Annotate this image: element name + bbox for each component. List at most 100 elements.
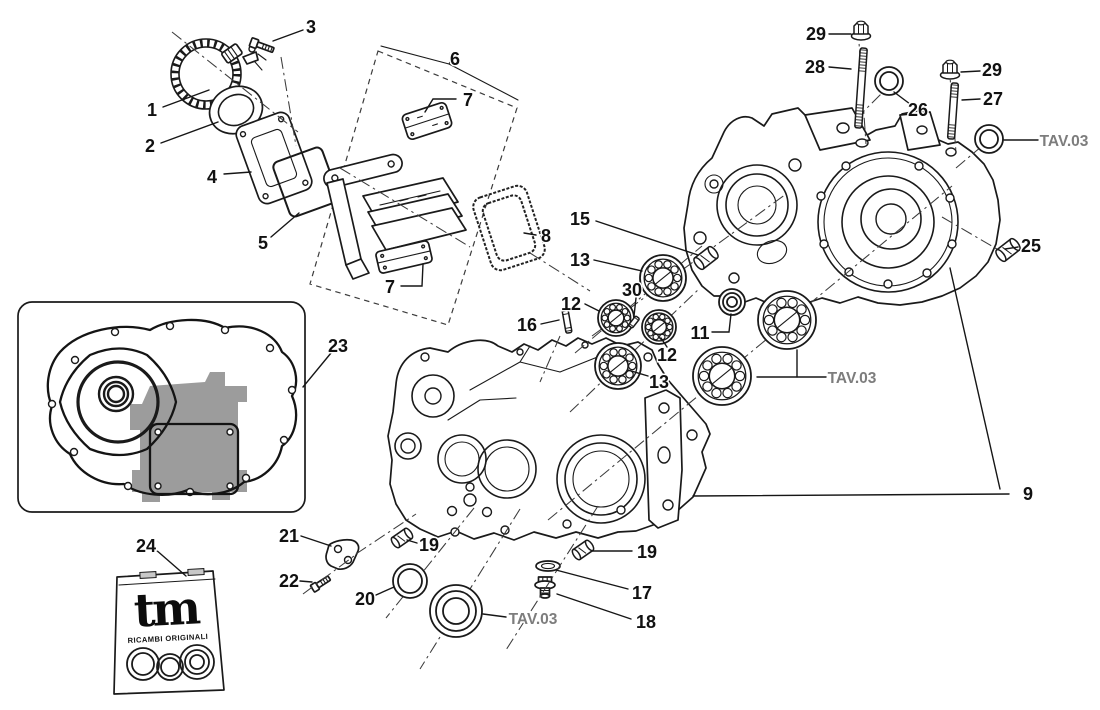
leader-line (633, 297, 637, 317)
center-axis-line (339, 167, 471, 248)
leader-line (300, 535, 332, 547)
callout-13a: 13 (570, 250, 590, 270)
ring-seal-tav03-bottom (429, 584, 483, 638)
callout-tav03-top-right: TAV.03 (1040, 133, 1089, 150)
leader-line (949, 267, 1001, 490)
dowel-25 (995, 237, 1021, 263)
center-axis-line (941, 216, 1003, 253)
leader-line (424, 98, 457, 113)
bolt-holes-right-case (816, 161, 957, 289)
callout-tav03-bottom: TAV.03 (509, 611, 558, 628)
callout-12a: 12 (561, 294, 581, 314)
leader-line (828, 66, 852, 70)
callout-7b: 7 (385, 277, 395, 297)
bearing-12b (641, 309, 677, 345)
ring-bag-ring-3 (179, 644, 215, 680)
leaders-layer (154, 29, 1039, 620)
leader-line (375, 586, 395, 596)
leader-line (406, 539, 418, 544)
leader-line (302, 352, 332, 388)
ring-bag-ring-2 (156, 653, 184, 681)
callout-5: 5 (258, 233, 268, 253)
callout-11: 11 (690, 323, 709, 343)
stud-27 (946, 82, 960, 140)
bearing-12a (597, 299, 635, 337)
reed-gasket (472, 184, 546, 272)
ring-seal-11 (718, 288, 746, 316)
callout-tav03-middle: TAV.03 (828, 370, 877, 387)
parts-layer: tm RICAMBI ORIGINALI (17, 37, 1001, 695)
leader-line (961, 98, 981, 101)
leader-line (400, 263, 424, 287)
ring-seal-20 (392, 563, 428, 599)
callout-15: 15 (570, 209, 590, 229)
reed-petal-bottom (375, 240, 433, 274)
leader-line (299, 580, 313, 583)
cylinder-base-gasket (148, 422, 240, 496)
leader-line (1004, 246, 1019, 250)
center-axis-line (857, 27, 867, 145)
callout-16: 16 (517, 315, 537, 335)
ring-grommet-26 (874, 66, 904, 96)
ring-box-oring-large (76, 360, 160, 444)
drain-plug (534, 576, 556, 599)
leader-line (960, 70, 981, 73)
bracket-21 (325, 538, 360, 570)
ring-grommet-tav03 (974, 124, 1004, 154)
hose-clamp (170, 38, 267, 110)
bearing-13b (594, 342, 642, 390)
leader-line (272, 29, 304, 42)
callout-29a: 29 (806, 24, 826, 44)
callout-29b: 29 (982, 60, 1002, 80)
flange-nut-29b (939, 59, 961, 80)
bolt-22 (309, 575, 332, 593)
callout-28: 28 (805, 57, 825, 77)
stud-28 (854, 47, 868, 129)
callout-12b: 12 (657, 345, 677, 365)
bag-subtitle: RICAMBI ORIGINALI (127, 632, 208, 645)
tm-logo: tm (133, 580, 202, 637)
center-axis-line (547, 185, 953, 521)
callout-7a: 7 (463, 90, 473, 110)
callout-20: 20 (355, 589, 375, 609)
callout-19b: 19 (637, 542, 657, 562)
callout-24: 24 (136, 536, 156, 556)
reed-valve-block (323, 153, 467, 280)
stud-30 (628, 315, 640, 329)
center-axis-line (280, 56, 297, 147)
clutch-cover-gasket-outline (46, 318, 298, 496)
leader-line (711, 313, 732, 333)
leader-line (555, 569, 629, 590)
center-axis-line (569, 287, 701, 413)
stud-16 (561, 308, 573, 334)
callout-25: 25 (1021, 236, 1041, 256)
manifold-bolt (248, 37, 275, 54)
center-axis-line (171, 31, 299, 133)
dowel-19a (390, 527, 414, 549)
bearing-tav03-lower (692, 346, 752, 406)
center-axis-line (529, 252, 591, 292)
callout-18: 18 (636, 612, 656, 632)
leader-line (270, 212, 300, 238)
callout-22: 22 (279, 571, 299, 591)
crankcase-half-left (387, 337, 711, 541)
base-gasket-outline (58, 347, 178, 457)
ring-bag-ring-1 (126, 647, 160, 681)
leader-line (154, 548, 187, 577)
reed-petal-top (401, 101, 453, 141)
center-axis-line (955, 140, 989, 169)
leader-line (595, 220, 699, 256)
leader-line (223, 171, 252, 175)
callout-4: 4 (207, 167, 217, 187)
callout-17: 17 (632, 583, 652, 603)
callout-26: 26 (908, 100, 928, 120)
leader-line (482, 613, 507, 618)
leader-line (162, 89, 210, 108)
center-axis-line (539, 335, 561, 383)
spares-bag: tm RICAMBI ORIGINALI (113, 568, 225, 695)
ring-box-oring-small (97, 375, 135, 413)
callout-21: 21 (279, 526, 299, 546)
callout-27: 27 (983, 89, 1003, 109)
